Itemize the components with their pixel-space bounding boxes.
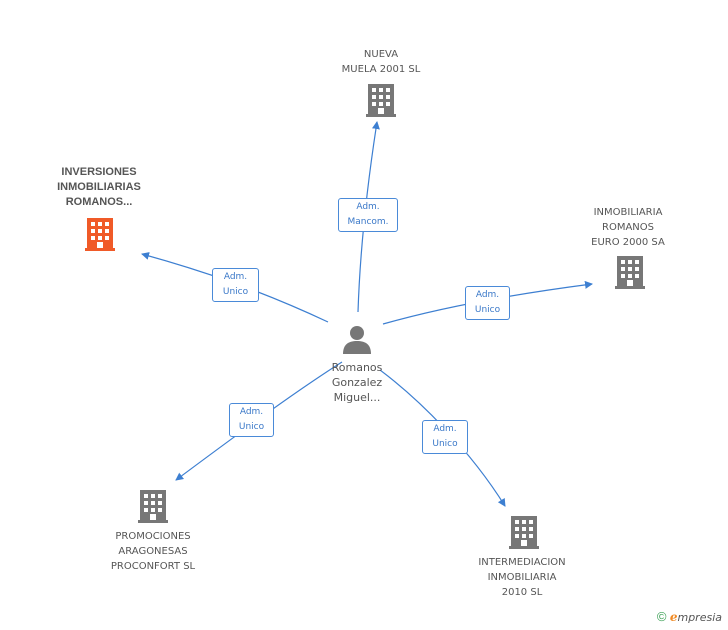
relation-badge-intermediacion: Adm. Unico (422, 420, 468, 454)
person-icon (343, 326, 371, 354)
label-line: INMOBILIARIA (487, 572, 557, 583)
brand-logo-text: mpresia (677, 611, 722, 624)
relation-line: Unico (222, 287, 249, 297)
relation-badge-romanos2000: Adm. Unico (465, 286, 510, 320)
label-line: Gonzalez (331, 376, 383, 389)
relation-badge-nueva: Adm. Mancom. (338, 198, 398, 232)
node-label-person[interactable]: Romanos Gonzalez Miguel... (307, 360, 407, 405)
label-line: NUEVA (363, 49, 399, 60)
node-label-inversiones[interactable]: INVERSIONES INMOBILIARIAS ROMANOS... (44, 165, 154, 210)
label-line: PROCONFORT SL (110, 561, 196, 572)
relation-line: Unico (432, 439, 458, 449)
relation-line: Adm. (475, 290, 500, 300)
node-label-promociones[interactable]: PROMOCIONES ARAGONESAS PROCONFORT SL (98, 529, 208, 574)
label-line: Miguel... (333, 391, 381, 404)
label-line: 2010 SL (501, 587, 543, 598)
building-icon-nueva (366, 84, 396, 117)
label-line: INTERMEDIACION (478, 557, 566, 568)
relation-line: Adm. (356, 202, 380, 212)
label-line: INMOBILIARIAS (57, 181, 141, 193)
relation-badge-inversiones: Adm. Unico (212, 268, 259, 302)
label-line: ROMANOS... (65, 196, 133, 208)
relation-line: Unico (238, 422, 265, 432)
label-line: EURO 2000 SA (591, 237, 665, 248)
building-icon-intermediacion (509, 516, 539, 549)
brand-footer[interactable]: © empresia (657, 609, 722, 624)
building-icon-inversiones (85, 218, 115, 251)
label-line: ARAGONESAS (118, 546, 188, 557)
building-icon-promociones (138, 490, 168, 523)
copyright-icon: © (656, 609, 667, 624)
relation-line: Adm. (223, 272, 248, 282)
label-line: INVERSIONES (61, 166, 137, 178)
node-label-intermediacion[interactable]: INTERMEDIACION INMOBILIARIA 2010 SL (467, 555, 577, 600)
label-line: Romanos (331, 361, 383, 374)
relation-line: Adm. (433, 424, 457, 434)
relation-line: Adm. (239, 407, 264, 417)
relation-line: Mancom. (347, 217, 389, 227)
node-label-nueva[interactable]: NUEVA MUELA 2001 SL (331, 47, 431, 77)
relation-badge-promociones: Adm. Unico (229, 403, 274, 437)
label-line: ROMANOS (602, 222, 654, 233)
relation-line: Unico (474, 305, 501, 315)
brand-logo-initial: e (669, 610, 678, 624)
label-line: PROMOCIONES (115, 531, 191, 542)
label-line: MUELA 2001 SL (341, 64, 421, 75)
building-icon-romanos2000 (615, 256, 645, 289)
label-line: INMOBILIARIA (593, 207, 663, 218)
node-label-romanos2000[interactable]: INMOBILIARIA ROMANOS EURO 2000 SA (578, 205, 678, 250)
